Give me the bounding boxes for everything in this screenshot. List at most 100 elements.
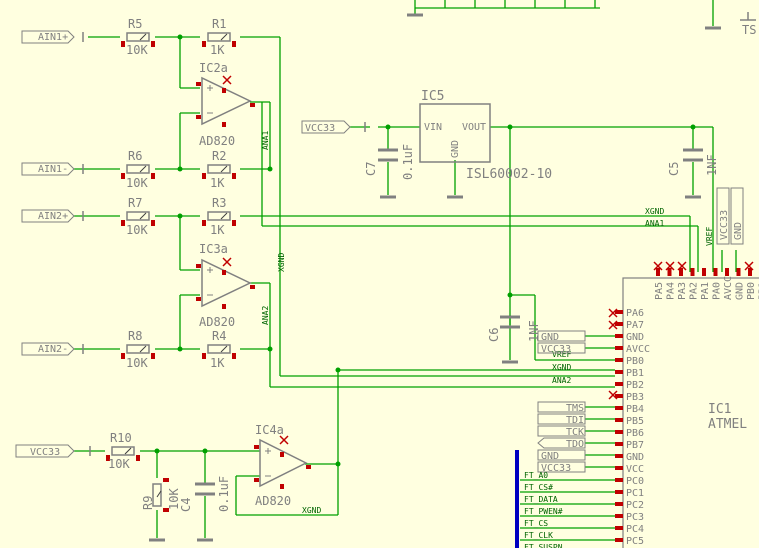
ic1-left-pin-label: GND (626, 332, 644, 343)
c5-value: 1NF (705, 154, 719, 176)
ic1-left-pin-label: VCC (626, 464, 644, 475)
r7-value: 10K (126, 223, 148, 237)
net-vref-b: VREF (705, 227, 714, 246)
ic4-name: IC4a (255, 423, 284, 437)
r1-value: 1K (210, 43, 225, 57)
ft-signal-label: FT_CLK (524, 531, 553, 540)
ic1-left-pin-label: PB2 (626, 380, 644, 391)
ic5-pin-vin: VIN (424, 122, 442, 133)
port-gnd-2: GND (541, 451, 559, 462)
ic1-left-pin-label: PB4 (626, 404, 644, 415)
r6-name: R6 (128, 149, 142, 163)
ic1-left-pin (615, 394, 623, 398)
port-ain1p: AIN1+ (38, 32, 68, 43)
ft-signal-label: FT_A0 (524, 471, 548, 480)
ic5-pin-vout: VOUT (462, 122, 486, 133)
r2-name: R2 (212, 149, 226, 163)
net-ana1-b: ANA1 (645, 219, 664, 228)
ic1-top-pin-label: PB1 (758, 282, 759, 300)
ic1-left-pin-label: PA7 (626, 320, 644, 331)
ic1-left-pin (615, 478, 623, 482)
port-gnd-1: GND (541, 332, 559, 343)
net-ana2-b: ANA2 (552, 376, 571, 385)
ic5-pin-gnd: GND (450, 140, 461, 158)
ic1-top-pin-label: PA5 (654, 282, 665, 300)
ic1-top-pin (713, 268, 718, 276)
r8-value: 10K (126, 356, 148, 370)
ic1-left-pin (615, 418, 623, 422)
ic1-left-pin-label: PC2 (626, 500, 644, 511)
ic1-left-pin (615, 466, 623, 470)
resistor-pins (106, 41, 236, 512)
ic1-left-pin (615, 442, 623, 446)
ic5-body (419, 103, 491, 163)
ic1-top-pins: PA5PA4PA3PA2PA1PA0AVCCGNDPB0PB1 (654, 268, 759, 300)
input-ports (15, 30, 351, 458)
opamp-signs (207, 85, 271, 477)
ic1-left-pin-label: PB5 (626, 416, 644, 427)
c7-name: C7 (364, 162, 378, 176)
ic1-left-pin (615, 526, 623, 530)
ft-signal-label: FT_DATA (524, 495, 558, 504)
c5-name: C5 (667, 162, 681, 176)
ft-signal-label: FT_SUSPN (524, 543, 563, 548)
r9-value: 10K (167, 488, 181, 510)
r5-name: R5 (128, 17, 142, 31)
ic1-top-pin (736, 268, 741, 276)
ic1-left-pin-label: PB3 (626, 392, 644, 403)
ic1-left-pin-label: AVCC (626, 344, 650, 355)
gnd-top-flag (730, 187, 744, 245)
ic1-left-pin-label: PC5 (626, 536, 644, 547)
ic1-top-pin-label: PA0 (712, 282, 723, 300)
port-tdi: TDI (566, 415, 584, 426)
port-tdo: TDO (566, 439, 584, 450)
port-vcc33-2: VCC33 (541, 463, 571, 474)
net-xgnd-a: XGND (277, 253, 286, 272)
ic1-left-pin-label: PB1 (626, 368, 644, 379)
port-tms: TMS (566, 403, 584, 414)
port-ain1m: AIN1- (38, 164, 68, 175)
r2-value: 1K (210, 176, 225, 190)
ic1-left-pin-label: PC4 (626, 524, 644, 535)
r10-name: R10 (110, 431, 132, 445)
ic1-left-pin (615, 382, 623, 386)
ic1-left-pin-label: PC1 (626, 488, 644, 499)
ic1-left-pin (615, 346, 623, 350)
ic1-left-pin (615, 370, 623, 374)
c4-name: C4 (179, 498, 193, 512)
port-ain2m: AIN2- (38, 344, 68, 355)
opamp-pins (196, 82, 311, 489)
net-ana2: ANA2 (261, 306, 270, 325)
net-xgnd-b: XGND (645, 207, 664, 216)
ic1-top-pin-label: PA4 (666, 282, 677, 300)
ic5-part: ISL60002-10 (466, 167, 552, 182)
r3-name: R3 (212, 196, 226, 210)
ic1-left-pin (615, 310, 623, 314)
ic4-part: AD820 (255, 494, 291, 508)
resistor-bodies (111, 32, 231, 507)
ic3-part: AD820 (199, 315, 235, 329)
ic1-left-pin (615, 538, 623, 542)
ic1-left-pin (615, 430, 623, 434)
net-vref-a: VREF (552, 350, 571, 359)
ic1-left-pin (615, 514, 623, 518)
ic1-top-pin-label: GND (735, 282, 746, 300)
resistor-wipers (124, 33, 228, 498)
wires (74, 0, 737, 541)
net-vcc33-top: VCC33 (719, 210, 730, 240)
port-vcc33-1: VCC33 (541, 344, 571, 355)
ft-signal-label: FT_CS (524, 519, 548, 528)
ic1-top-pin (679, 268, 683, 276)
ic1-left-pin (615, 406, 623, 410)
ic1-top-pin (667, 268, 672, 276)
ic1-left-pin (615, 334, 623, 338)
port-tck: TCK (566, 427, 584, 438)
ic1-left-pins: PA6PA7GNDAVCCPB0PB1PB2PB3PB4PB5PB6PB7GND… (615, 308, 650, 547)
ic1-top-pin-label: PA3 (677, 282, 688, 300)
port-vcc33-ref: VCC33 (30, 447, 60, 458)
ic1-left-pin (615, 502, 623, 506)
ic1-top-pin (656, 268, 660, 276)
r4-name: R4 (212, 329, 226, 343)
port-vcc33-ic5: VCC33 (305, 123, 335, 134)
